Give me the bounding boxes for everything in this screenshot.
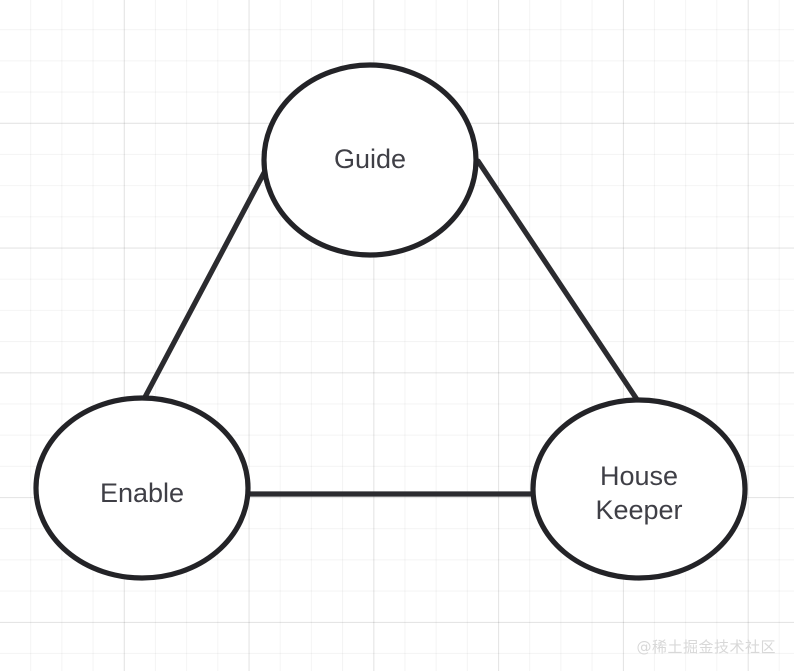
node-guide-label: Guide: [334, 144, 406, 174]
node-housekeeper[interactable]: House Keeper: [530, 397, 748, 581]
edge-guide-enable[interactable]: [141, 168, 268, 402]
node-housekeeper-label-line2: Keeper: [595, 495, 682, 525]
node-housekeeper-ellipse[interactable]: [530, 397, 748, 581]
edge-layer: [141, 158, 641, 497]
edge-guide-housekeeper[interactable]: [475, 158, 641, 404]
node-guide[interactable]: Guide: [261, 62, 479, 258]
node-guide-ellipse[interactable]: [261, 62, 479, 258]
node-enable[interactable]: Enable: [33, 395, 251, 581]
node-housekeeper-label-line1: House: [600, 461, 678, 491]
watermark-label: @稀土掘金技术社区: [636, 638, 776, 656]
node-enable-label: Enable: [100, 478, 184, 508]
node-enable-ellipse[interactable]: [33, 395, 251, 581]
